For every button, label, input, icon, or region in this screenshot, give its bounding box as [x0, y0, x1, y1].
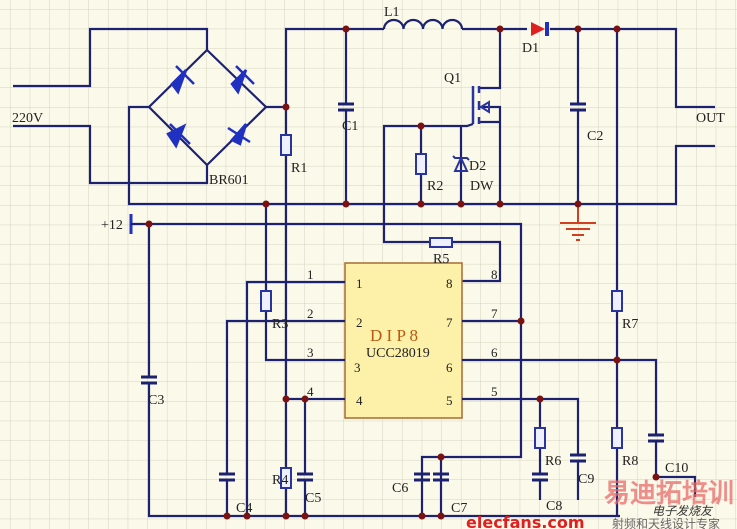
watermark-site: elecfans.com — [466, 513, 585, 529]
label-c1: C1 — [342, 119, 358, 134]
label-c3: C3 — [148, 393, 164, 408]
label-input: 220V — [12, 111, 43, 126]
label-l1: L1 — [384, 5, 400, 20]
watermark-brand: 易迪拓培训 — [604, 479, 734, 509]
label-c10: C10 — [665, 461, 688, 476]
diode-d1 — [531, 22, 549, 36]
label-r8: R8 — [622, 454, 638, 469]
ic-pin-7: 7 — [446, 315, 453, 330]
input-wire-top — [13, 27, 209, 88]
ground-icon — [560, 204, 596, 241]
ic-pin-3: 3 — [354, 360, 361, 375]
watermark-slogan: 射频和天线设计专家 — [612, 516, 720, 529]
ic-package-label: D I P 8 — [370, 326, 418, 345]
label-r3: R3 — [272, 317, 288, 332]
bridge-neg-wire — [127, 105, 715, 206]
label-r2: R2 — [427, 179, 443, 194]
label-r1: R1 — [291, 161, 307, 176]
ic-pin-wires — [225, 29, 697, 516]
label-d1: D1 — [522, 41, 539, 56]
label-r5: R5 — [433, 252, 449, 267]
label-r6: R6 — [545, 454, 561, 469]
resistor-r5 — [429, 237, 453, 248]
ic-pin-5: 5 — [446, 393, 453, 408]
capacitor-c9 — [570, 453, 586, 463]
ic-pin-2: 2 — [356, 315, 363, 330]
resistor-r8 — [611, 427, 623, 449]
net-label-1: 1 — [307, 267, 314, 282]
net-label-6: 6 — [491, 345, 498, 360]
capacitor-c6 — [414, 472, 430, 482]
mosfet-q1 — [382, 29, 502, 283]
top-rail — [284, 27, 715, 516]
net-label-7: 7 — [491, 306, 498, 321]
label-c8: C8 — [546, 499, 562, 514]
watermark: 易迪拓培训 elecfans.com 电子发烧友 射频和天线设计专家 — [466, 479, 734, 529]
ic-pin-1: 1 — [356, 276, 363, 291]
capacitor-c8 — [532, 472, 548, 482]
label-c9: C9 — [578, 472, 594, 487]
capacitor-c7 — [433, 472, 449, 482]
resistor-r6 — [534, 427, 546, 449]
c3-wire — [147, 224, 620, 518]
label-output: OUT — [696, 111, 725, 126]
capacitor-c10 — [648, 433, 664, 443]
resistor-r7 — [611, 290, 623, 312]
ic-pin-6: 6 — [446, 360, 453, 375]
net-label-5: 5 — [491, 384, 498, 399]
label-d2: D2 — [469, 159, 486, 174]
capacitor-c3 — [141, 375, 157, 385]
watermark-brand2: 电子发烧友 — [652, 504, 714, 518]
capacitor-c5 — [297, 472, 313, 482]
resistor-r1 — [280, 134, 292, 156]
label-supply: +12 — [101, 218, 123, 233]
label-c4: C4 — [236, 501, 252, 516]
zener-d2 — [452, 155, 470, 172]
ic-pin-8: 8 — [446, 276, 453, 291]
net-label-3: 3 — [307, 345, 314, 360]
net-label-4: 4 — [307, 384, 314, 399]
bridge-rectifier — [147, 48, 268, 167]
input-wire-bottom — [13, 124, 209, 185]
label-dw: DW — [470, 179, 494, 194]
junction-dots — [145, 25, 660, 520]
label-r7: R7 — [622, 317, 638, 332]
label-br601: BR601 — [209, 173, 249, 188]
inductor-l1 — [382, 18, 464, 30]
ic-pin-4: 4 — [356, 393, 363, 408]
resistor-r3 — [260, 290, 272, 312]
resistor-r4 — [280, 467, 292, 489]
label-c5: C5 — [305, 491, 321, 506]
supply-rail — [131, 222, 523, 516]
label-c6: C6 — [392, 481, 408, 496]
capacitor-c2 — [570, 102, 586, 112]
resistor-r2 — [415, 153, 427, 175]
ic-part-label: UCC28019 — [366, 346, 430, 361]
label-q1: Q1 — [444, 71, 461, 86]
label-r4: R4 — [272, 473, 288, 488]
net-label-2: 2 — [307, 306, 314, 321]
ic-ucc28019 — [344, 262, 463, 419]
capacitor-c4 — [219, 472, 235, 482]
capacitor-c1 — [338, 102, 354, 112]
label-c2: C2 — [587, 129, 603, 144]
label-c7: C7 — [451, 501, 467, 516]
net-label-8: 8 — [491, 267, 498, 282]
